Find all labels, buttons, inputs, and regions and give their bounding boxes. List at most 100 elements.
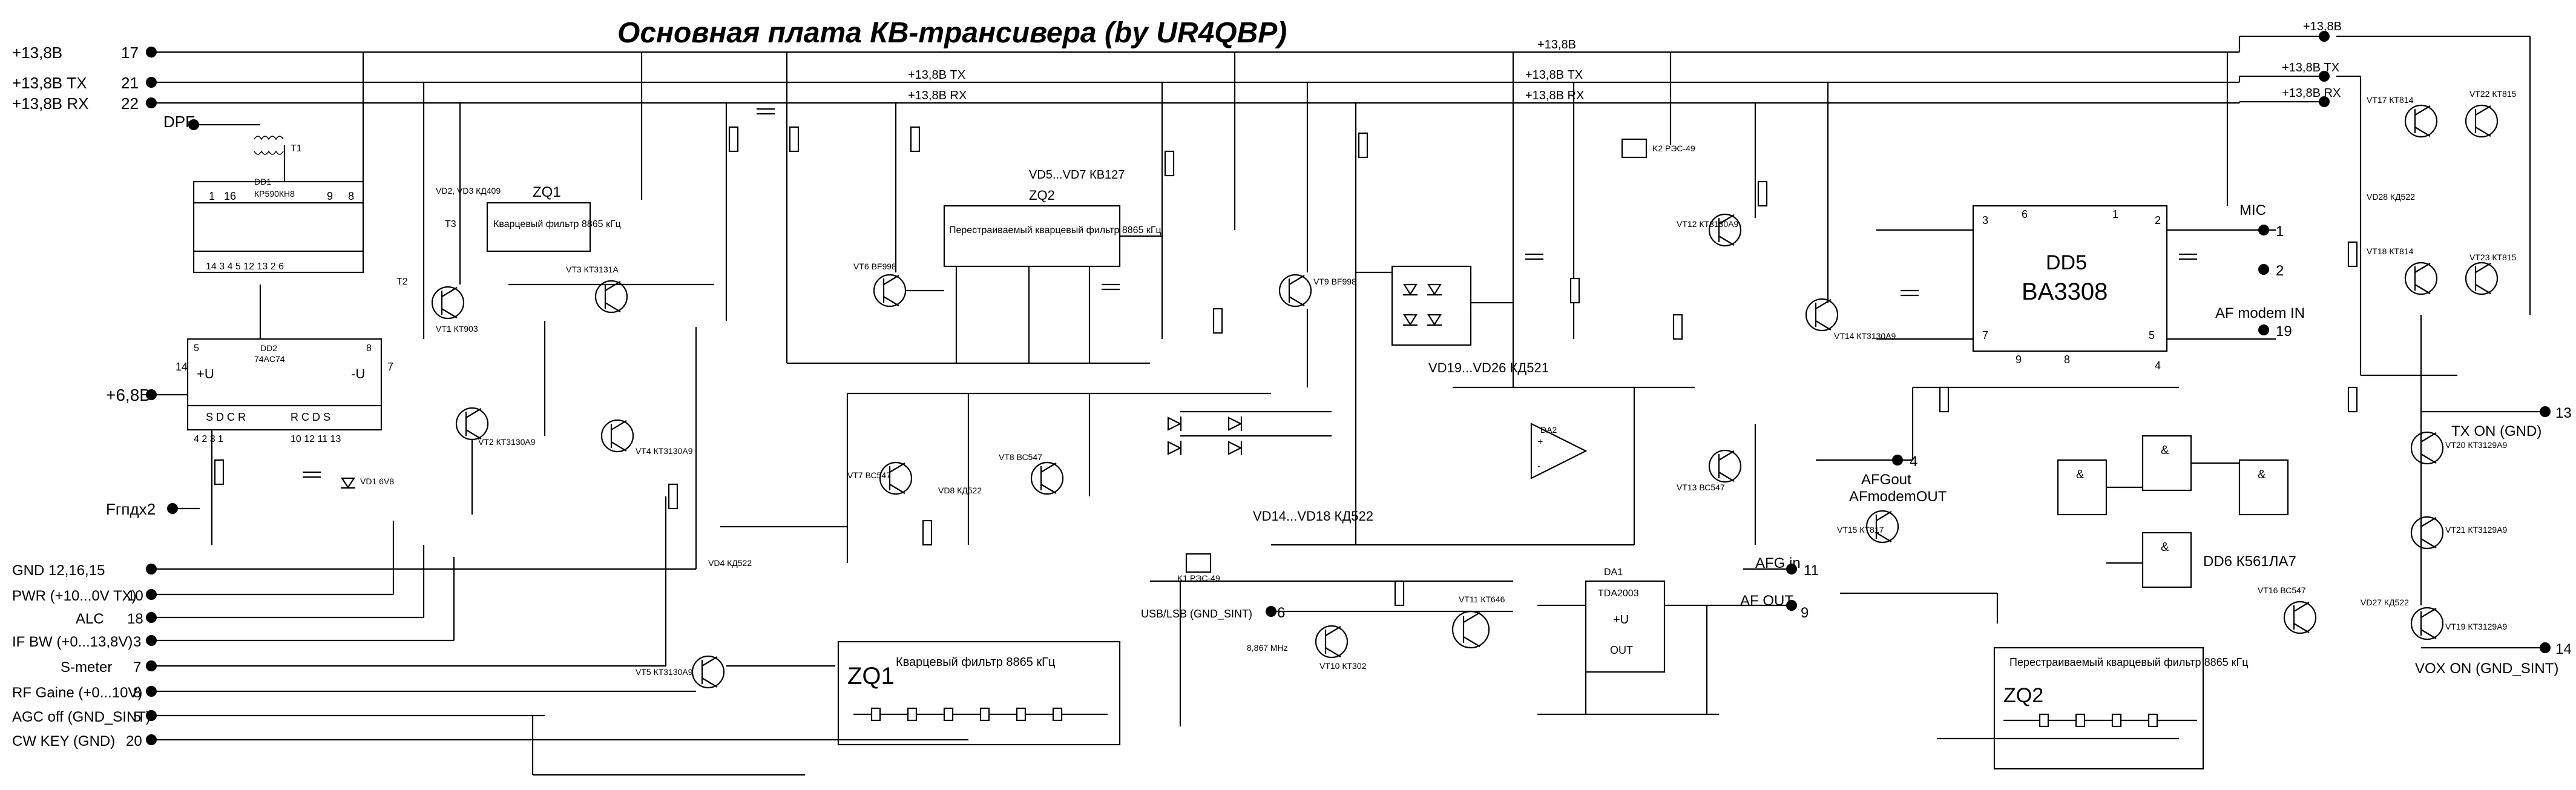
connector-usblsb-label: USB/LSB (GND_SINT) bbox=[1141, 608, 1252, 620]
vt22-transistor bbox=[2465, 104, 2499, 138]
vt8-transistor bbox=[1030, 461, 1064, 495]
connector-smeter-label: S-meter bbox=[61, 659, 112, 676]
connector-txon-pin: 13 bbox=[2555, 405, 2572, 421]
vt4-label: VT4 КТ3130А9 bbox=[636, 446, 693, 456]
svg-text:5: 5 bbox=[194, 343, 199, 354]
right-connector-pins bbox=[1266, 225, 2551, 653]
transformer-t1 bbox=[254, 136, 286, 182]
rail-rx-label-a: +13,8В RX bbox=[908, 89, 967, 102]
vt15-label: VT15 КТ817 bbox=[1837, 525, 1884, 535]
svg-text:+: + bbox=[1537, 437, 1543, 447]
rail-right-13v8: +13,8В bbox=[2303, 20, 2342, 33]
vt17-label: VT17 КТ814 bbox=[2367, 95, 2414, 105]
power-rails bbox=[146, 31, 2330, 108]
svg-text:10 12 11 13: 10 12 11 13 bbox=[291, 434, 341, 444]
rail-label-13v8: +13,8В bbox=[12, 44, 62, 62]
zq2-filter-block bbox=[943, 205, 1121, 268]
connector-afgout-label: AFGout bbox=[1861, 472, 1911, 488]
t1-label: T1 bbox=[291, 143, 302, 154]
vt8-label: VT8 ВС547 bbox=[999, 452, 1042, 462]
left-connector-pins bbox=[146, 119, 968, 745]
connector-mic-label: MIC bbox=[2239, 202, 2266, 219]
connector-usblsb-pin: 6 bbox=[1277, 605, 1285, 621]
connector-mic-pin: 1 bbox=[2276, 223, 2284, 240]
connector-fgpd-label: Fгпдх2 bbox=[106, 500, 156, 518]
connector-afmodem-in-label: AF modem IN bbox=[2215, 305, 2305, 321]
center-wiring bbox=[1234, 52, 1695, 546]
vd19-vd26-label: VD19...VD26 КД521 bbox=[1428, 360, 1549, 375]
vt18-transistor bbox=[2404, 262, 2438, 295]
zq1-lower-text: Кварцевый фильтр 8865 кГц bbox=[896, 656, 1055, 669]
zq1-ref: ZQ1 bbox=[533, 184, 561, 200]
dd1-ref: DD1 bbox=[254, 177, 271, 186]
k2-label: K2 РЭС-49 bbox=[1652, 143, 1695, 153]
da2-opamp: +- bbox=[1530, 423, 1588, 479]
connector-cwkey-label: CW KEY (GND) bbox=[12, 733, 115, 749]
connector-afgin-label: AFG in bbox=[1755, 555, 1801, 571]
svg-text:-: - bbox=[1537, 461, 1540, 472]
rail-tx-label-a: +13,8В TX bbox=[908, 68, 965, 82]
svg-text:&: & bbox=[2161, 444, 2169, 457]
connector-ifbw-pin: 3 bbox=[133, 634, 141, 650]
vt15-transistor bbox=[1865, 510, 1899, 544]
connector-ifbw-label: IF BW (+0...13,8V) bbox=[12, 634, 133, 650]
vt2-label: VT2 КТ3130А9 bbox=[478, 437, 536, 447]
rail-pin-17: 17 bbox=[121, 44, 139, 62]
vt19-transistor bbox=[2410, 607, 2444, 640]
svg-text:7: 7 bbox=[387, 361, 393, 373]
svg-text:7: 7 bbox=[1982, 329, 1988, 341]
vd27-label: VD27 КД522 bbox=[2361, 597, 2409, 607]
da2-ref: DA2 bbox=[1540, 425, 1557, 435]
t2-label: T2 bbox=[396, 277, 408, 287]
zq1-text: Кварцевый фильтр 8865 кГц bbox=[493, 219, 621, 229]
vt18-label: VT18 КТ814 bbox=[2367, 246, 2414, 256]
da1-part: TDA2003 bbox=[1598, 588, 1639, 599]
vd1-zener bbox=[340, 477, 356, 489]
zq2-lower-block bbox=[1993, 647, 2204, 770]
dd6-logic-gates: & & & & bbox=[2057, 435, 2289, 588]
bq8-label: 8,867 MHz bbox=[1247, 643, 1288, 653]
vt21-transistor bbox=[2410, 516, 2444, 550]
vt9-label: VT9 BF998 bbox=[1313, 277, 1356, 286]
rail-mid-13v8: +13,8В bbox=[1537, 38, 1576, 51]
vt9-transistor bbox=[1278, 274, 1312, 308]
svg-text:14 3 4 5 12 13 2 6: 14 3 4 5 12 13 2 6 bbox=[206, 262, 284, 272]
zq2-text: Перестраиваемый кварцевый фильтр 8865 кГ… bbox=[949, 225, 1162, 235]
vt6-transistor bbox=[873, 274, 907, 308]
connector-agcoff-label: AGC off (GND_SINT) bbox=[12, 709, 151, 725]
vt20-transistor bbox=[2410, 431, 2444, 465]
vt14-transistor bbox=[1805, 298, 1839, 332]
vt12-transistor bbox=[1708, 213, 1742, 247]
vt13-transistor bbox=[1708, 449, 1742, 483]
svg-text:+U: +U bbox=[1613, 613, 1629, 627]
zq2-lower-text: Перестраиваемый кварцевый фильтр 8865 кГ… bbox=[2009, 656, 2249, 668]
t3-label: T3 bbox=[445, 219, 456, 229]
vt10-transistor bbox=[1315, 625, 1349, 659]
zq1-lower-ref: ZQ1 bbox=[847, 663, 895, 690]
vt1-label: VT1 КТ903 bbox=[436, 324, 478, 334]
svg-text:4: 4 bbox=[2155, 360, 2161, 372]
vt5-transistor bbox=[691, 655, 725, 689]
rail-mid-13v8-rx: +13,8В RX bbox=[1525, 89, 1584, 102]
svg-text:9: 9 bbox=[327, 190, 333, 202]
svg-text:5: 5 bbox=[2149, 329, 2155, 341]
connector-afmodem-in-pin: 19 bbox=[2276, 323, 2292, 340]
connector-2-pin: 2 bbox=[2276, 263, 2284, 279]
vd14-vd18-diodes bbox=[1167, 416, 1243, 455]
svg-text:&: & bbox=[2258, 468, 2266, 481]
connector-alc-label: ALC bbox=[76, 611, 104, 627]
vt22-label: VT22 КТ815 bbox=[2469, 89, 2517, 99]
dd1-part: КР590КН8 bbox=[254, 189, 295, 199]
zq1-lower-block bbox=[837, 640, 1121, 746]
left-wiring bbox=[211, 52, 847, 776]
k2-relay bbox=[1621, 138, 1648, 159]
vt3-transistor bbox=[594, 280, 628, 314]
svg-text:&: & bbox=[2161, 541, 2169, 554]
connector-gnd-label: GND 12,16,15 bbox=[12, 562, 105, 579]
right-upper-wiring bbox=[1669, 52, 2276, 545]
svg-text:1: 1 bbox=[209, 190, 215, 202]
vt17-transistor bbox=[2404, 104, 2438, 138]
connector-pwr-pin: 10 bbox=[127, 588, 143, 604]
